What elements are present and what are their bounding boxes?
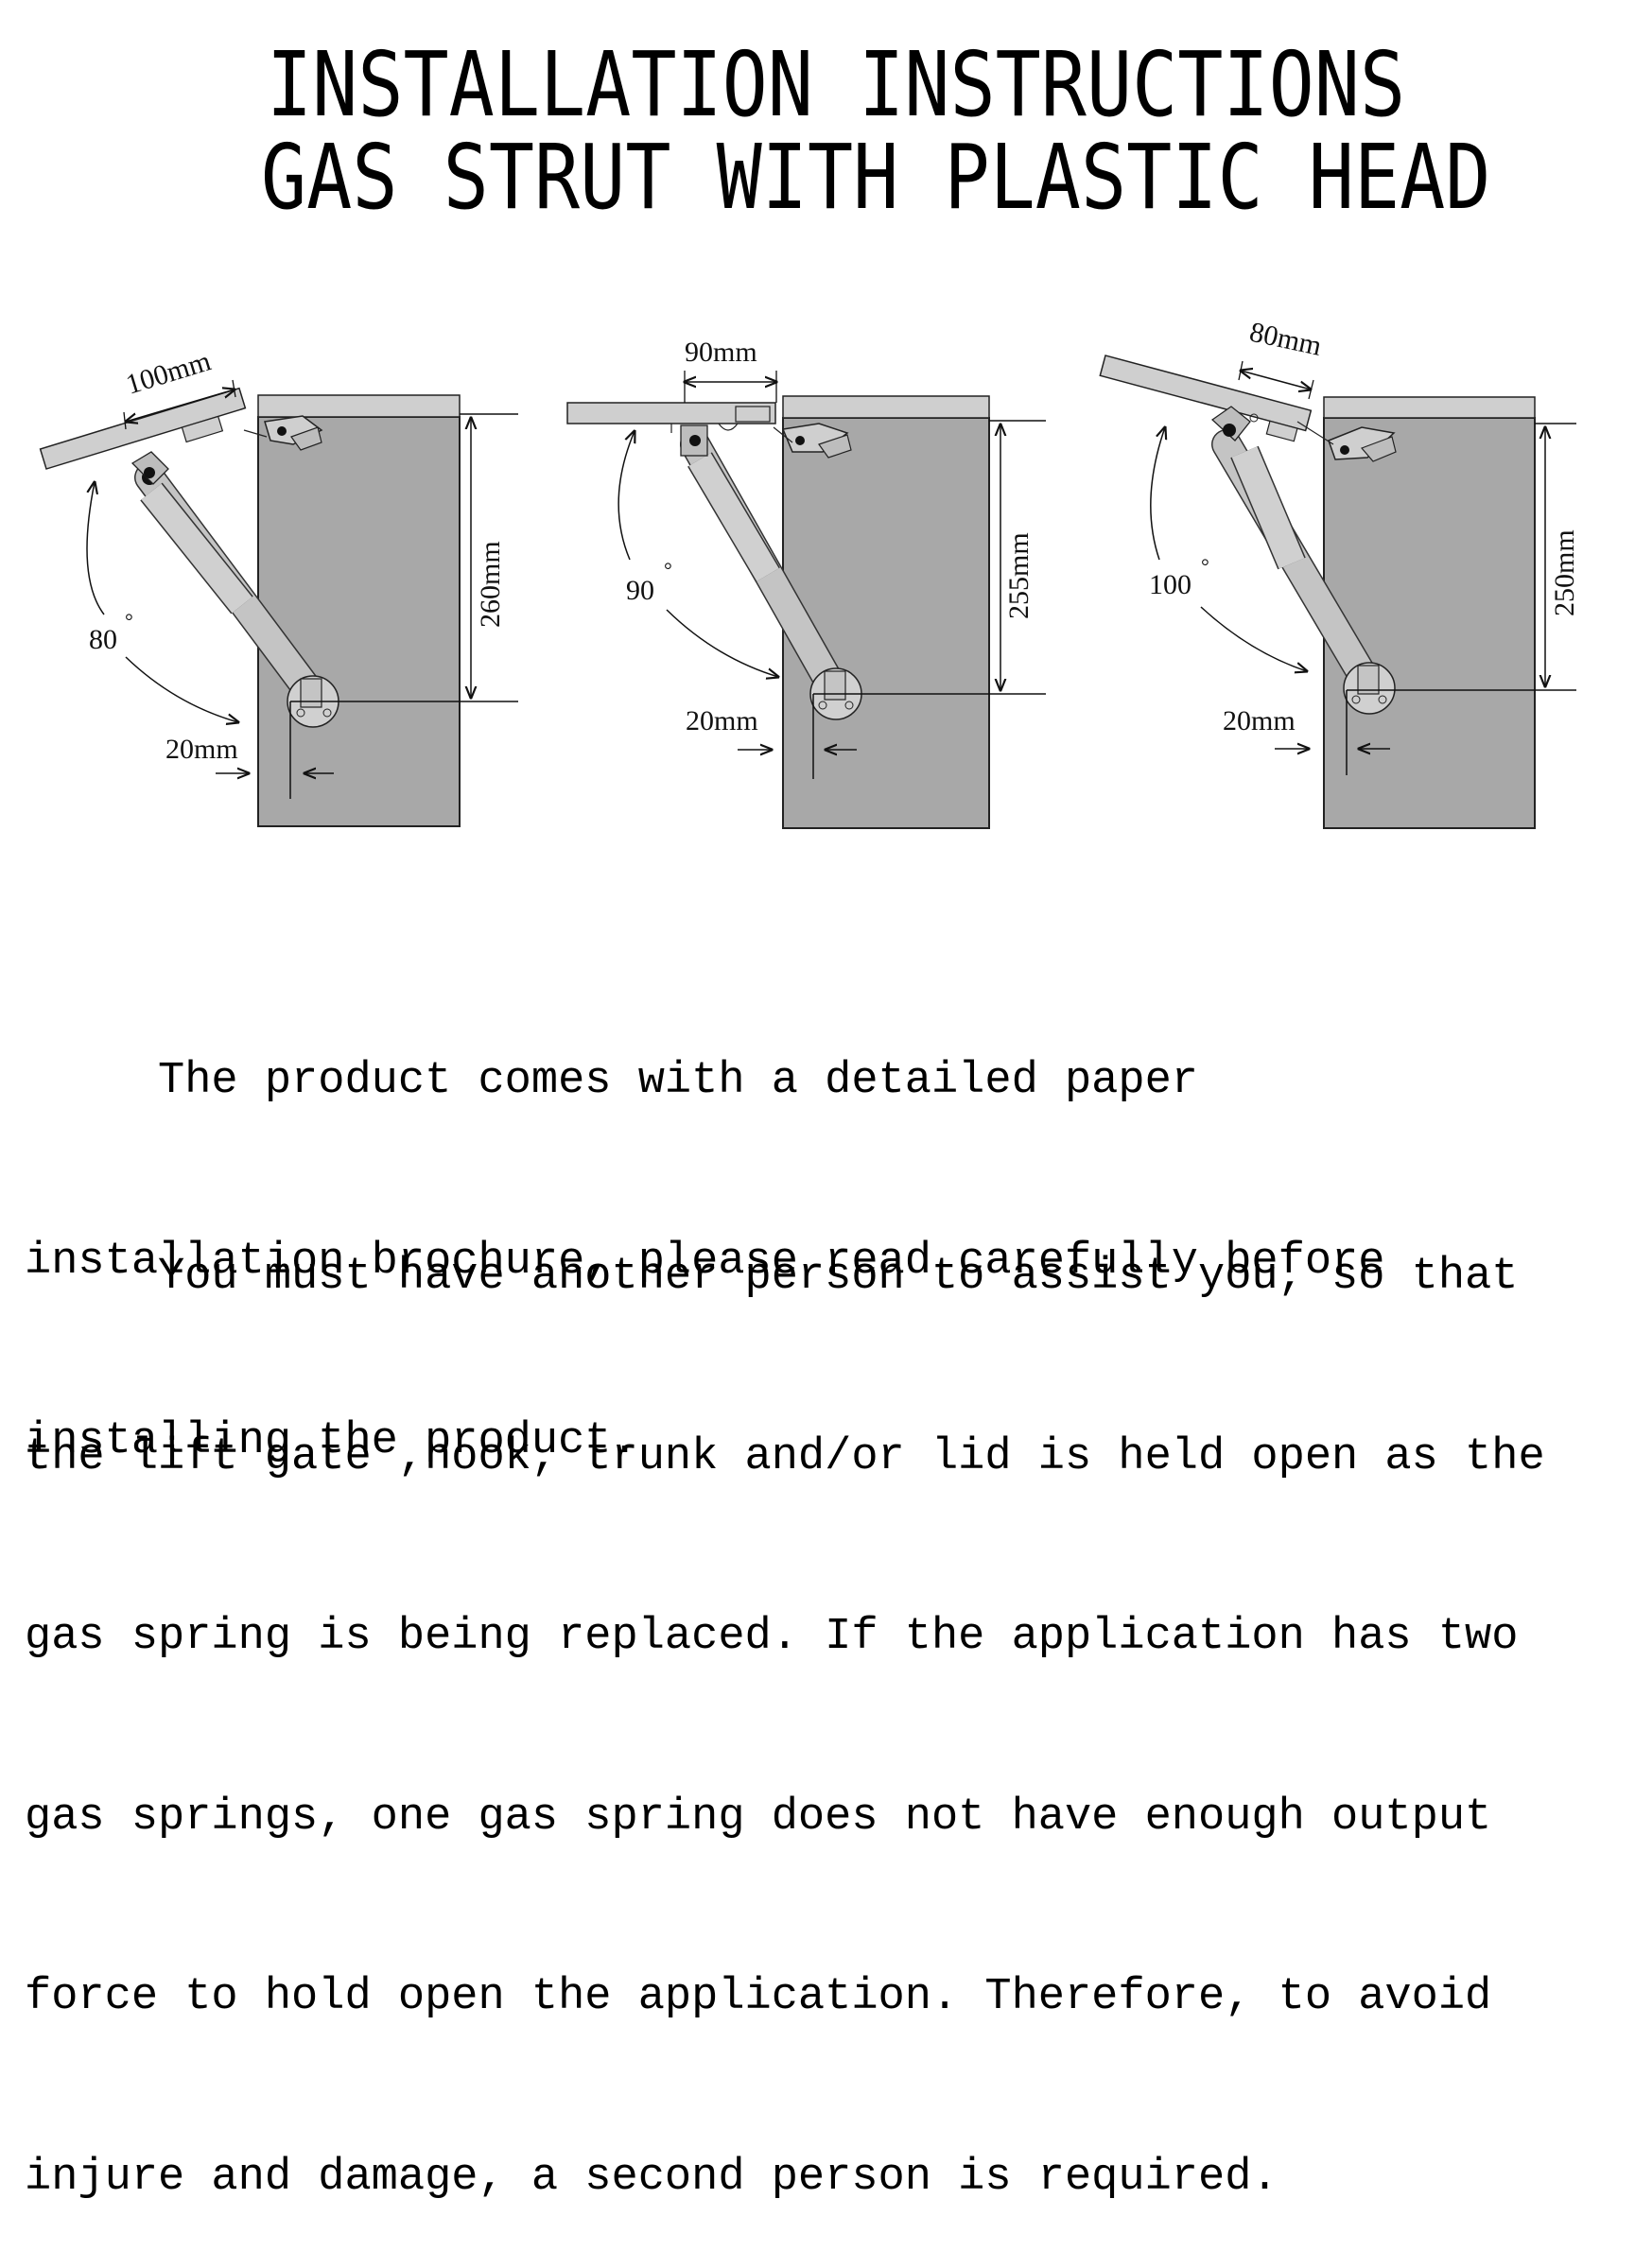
- instruction-paragraph-1: The product comes with a detailed paper …: [25, 931, 1623, 1532]
- installation-diagram: 260mm 100mm 80 ° 20mm: [39, 317, 1580, 829]
- hinge-bracket: [773, 423, 852, 459]
- hinge-bracket: [1296, 421, 1397, 462]
- cabinet-side-panel: [257, 416, 461, 827]
- cabinet-top-panel: [782, 395, 990, 419]
- diagram-90-degree: 255mm 90mm 90 ° 20mm: [566, 337, 1046, 829]
- height-label: 255mm: [1003, 532, 1035, 619]
- hinge-offset-label: 80mm: [1247, 317, 1325, 362]
- title-line-2: GAS STRUT WITH PLASTIC HEAD: [261, 125, 1491, 230]
- edge-offset-label: 20mm: [1223, 705, 1296, 736]
- paragraph-line: injure and damage, a second person is re…: [25, 2152, 1278, 2203]
- hinge-bracket: [243, 415, 323, 451]
- lid-panel: [1099, 355, 1313, 442]
- hinge-offset-label: 90mm: [685, 337, 757, 368]
- angle-label: 100: [1149, 569, 1191, 600]
- mounting-base-plate: [1343, 662, 1396, 715]
- paragraph-line: You must have another person to assist y…: [25, 1252, 1519, 1302]
- gas-strut: [680, 424, 849, 705]
- paragraph-line: The product comes with a detailed paper: [25, 1056, 1199, 1106]
- height-label: 260mm: [475, 541, 506, 628]
- edge-offset-label: 20mm: [686, 705, 758, 736]
- gas-strut: [130, 451, 332, 717]
- degree-symbol: °: [1201, 554, 1209, 578]
- instruction-paragraph-2: You must have another person to assist y…: [25, 1127, 1623, 2268]
- lid-panel: [566, 402, 776, 433]
- hinge-offset-label: 100mm: [122, 345, 214, 400]
- diagram-100-degree: 250mm 80mm 100 ° 20mm: [1099, 317, 1580, 829]
- paragraph-line: gas springs, one gas spring does not hav…: [25, 1792, 1492, 1843]
- title-line-1: INSTALLATION INSTRUCTIONS: [267, 32, 1406, 137]
- angle-label: 90: [626, 575, 654, 606]
- diagram-80-degree: 260mm 100mm 80 ° 20mm: [39, 345, 518, 827]
- paragraph-line: installing the product.: [25, 1416, 638, 1466]
- degree-symbol: °: [125, 609, 133, 632]
- angle-label: 80: [89, 624, 117, 655]
- degree-symbol: °: [664, 558, 672, 581]
- paragraph-line: gas spring is being replaced. If the app…: [25, 1612, 1519, 1662]
- paragraph-line: installation brochure, please read caref…: [25, 1236, 1385, 1287]
- cabinet-top-panel: [257, 394, 461, 418]
- gas-strut: [1210, 406, 1384, 701]
- paragraph-line: the lift gate ,hook, trunk and/or lid is…: [25, 1431, 1545, 1482]
- cabinet-top-panel: [1323, 396, 1536, 419]
- paragraph-line: force to hold open the application. Ther…: [25, 1972, 1492, 2022]
- height-label: 250mm: [1549, 529, 1580, 616]
- cabinet-side-panel: [1323, 417, 1536, 829]
- edge-offset-label: 20mm: [165, 734, 238, 765]
- cabinet-side-panel: [782, 417, 990, 829]
